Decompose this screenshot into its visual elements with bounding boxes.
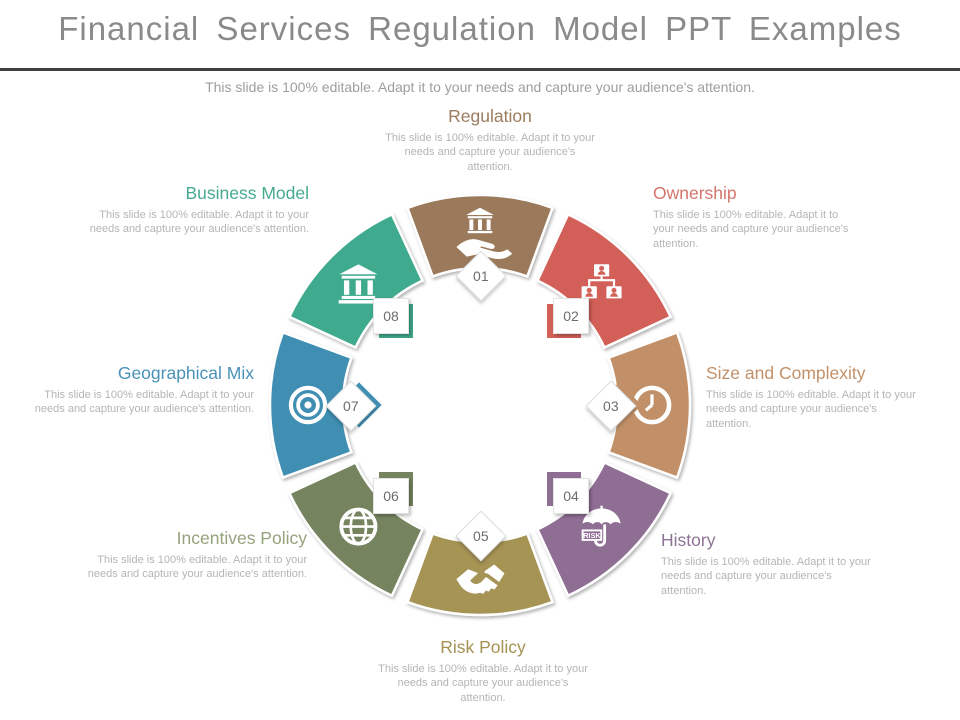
segment-description: This slide is 100% editable. Adapt it to… [378, 663, 588, 704]
segment-title: Business Model [185, 183, 309, 203]
badge-06: 06 [373, 478, 409, 514]
segment-description: This slide is 100% editable. Adapt it to… [706, 389, 916, 430]
segment-title: History [661, 530, 716, 550]
bank-icon [338, 264, 379, 304]
segment-description: This slide is 100% editable. Adapt it to… [385, 132, 595, 173]
badge-number: 02 [563, 308, 579, 324]
handshake-icon [456, 564, 505, 594]
segment-title: Risk Policy [440, 637, 526, 657]
bank-hand-icon [456, 207, 513, 260]
segment-regulation [405, 193, 555, 279]
badge-number: 01 [473, 267, 489, 284]
badge-number: 03 [603, 397, 619, 414]
segment-title: Size and Complexity [706, 363, 866, 383]
segment-incentives-policy [287, 460, 425, 598]
globe-icon [339, 507, 378, 546]
badge-04: 04 [553, 478, 589, 514]
org-chart-icon [581, 264, 622, 299]
target-icon [288, 385, 328, 425]
segment-description: This slide is 100% editable. Adapt it to… [653, 209, 849, 250]
segment-description: This slide is 100% editable. Adapt it to… [89, 209, 309, 236]
badge-08: 08 [373, 298, 409, 334]
badge-number: 04 [563, 488, 579, 504]
segment-description: This slide is 100% editable. Adapt it to… [661, 556, 871, 597]
page-title: Financial Services Regulation Model PPT … [58, 10, 902, 47]
segment-title: Ownership [653, 183, 737, 203]
segment-title: Incentives Policy [176, 528, 307, 548]
badge-number: 06 [383, 488, 399, 504]
risk-umbrella-icon: RISK [581, 505, 621, 547]
segment-title: Geographical Mix [117, 363, 254, 383]
segment-description: This slide is 100% editable. Adapt it to… [87, 554, 307, 581]
segment-title: Regulation [448, 106, 532, 126]
badge-number: 07 [343, 397, 359, 414]
slide-subtitle: This slide is 100% editable. Adapt it to… [205, 79, 755, 95]
badge-number: 05 [473, 527, 489, 544]
badge-02: 02 [553, 298, 589, 334]
title-divider [0, 68, 960, 71]
badge-number: 08 [383, 308, 399, 324]
svg-text:RISK: RISK [583, 531, 601, 540]
segment-description: This slide is 100% editable. Adapt it to… [34, 389, 254, 416]
